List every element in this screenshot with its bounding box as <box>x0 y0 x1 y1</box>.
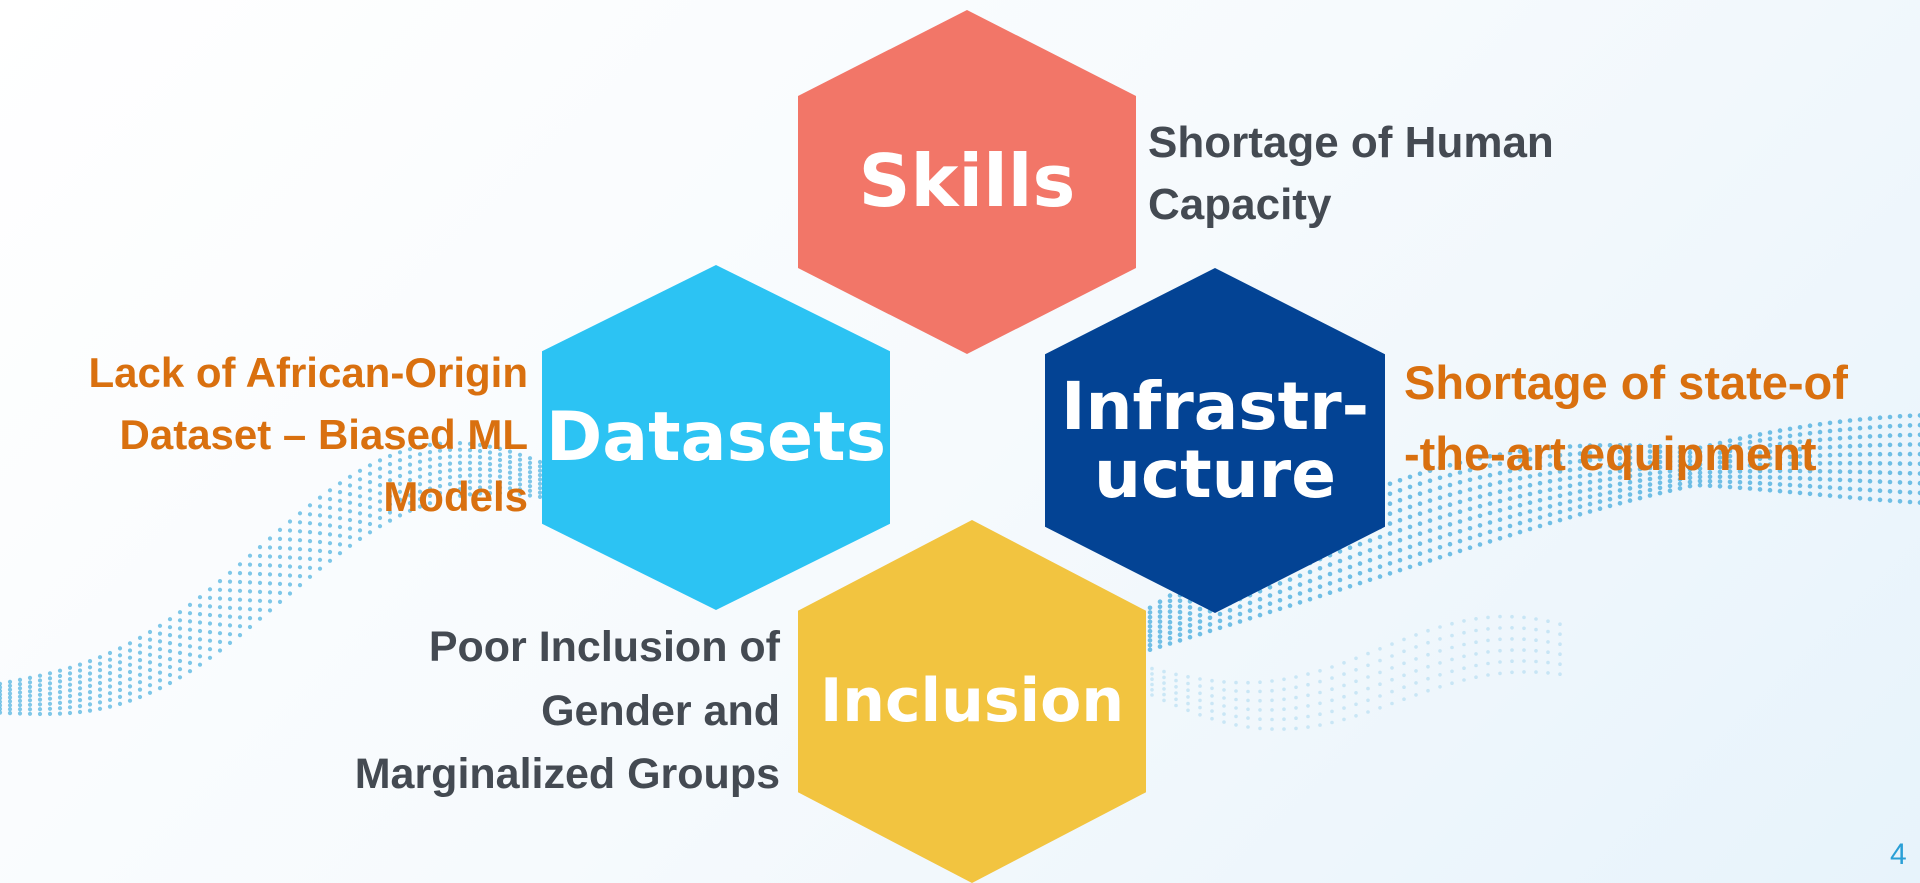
datasets-label: Datasets <box>545 397 887 477</box>
infrastructure-description-line2: -the-art equipment <box>1404 426 1817 480</box>
infrastructure-description-line1: Shortage of state-of <box>1404 356 1848 409</box>
inclusion-label: Inclusion <box>819 665 1125 736</box>
inclusion-description-line1: Poor Inclusion of <box>428 623 780 671</box>
page-number: 4 <box>1890 838 1907 871</box>
infrastructure-label-line1: Infrastr- <box>1060 368 1370 446</box>
inclusion-description-line3: Marginalized Groups <box>354 750 780 799</box>
datasets-description: Lack of African-Origin Dataset – Biased … <box>88 342 528 528</box>
skills-description-line2: Capacity <box>1148 179 1332 229</box>
inclusion-description: Poor Inclusion of Gender and Marginalize… <box>355 616 780 807</box>
skills-description-line1: Shortage of Human <box>1148 118 1554 167</box>
datasets-description-line2: Dataset – Biased ML <box>119 411 528 459</box>
inclusion-hexagon: Inclusion <box>798 520 1146 883</box>
datasets-description-line1: Lack of African-Origin <box>88 349 528 396</box>
skills-label: Skills <box>858 139 1076 224</box>
infrastructure-label-line2: ucture <box>1094 435 1336 513</box>
infrastructure-description: Shortage of state-of -the-art equipment <box>1404 348 1848 489</box>
datasets-hexagon: Datasets <box>542 265 890 610</box>
datasets-description-line3: Models <box>383 473 528 521</box>
inclusion-description-line2: Gender and <box>541 686 780 735</box>
skills-description: Shortage of Human Capacity <box>1148 112 1554 235</box>
